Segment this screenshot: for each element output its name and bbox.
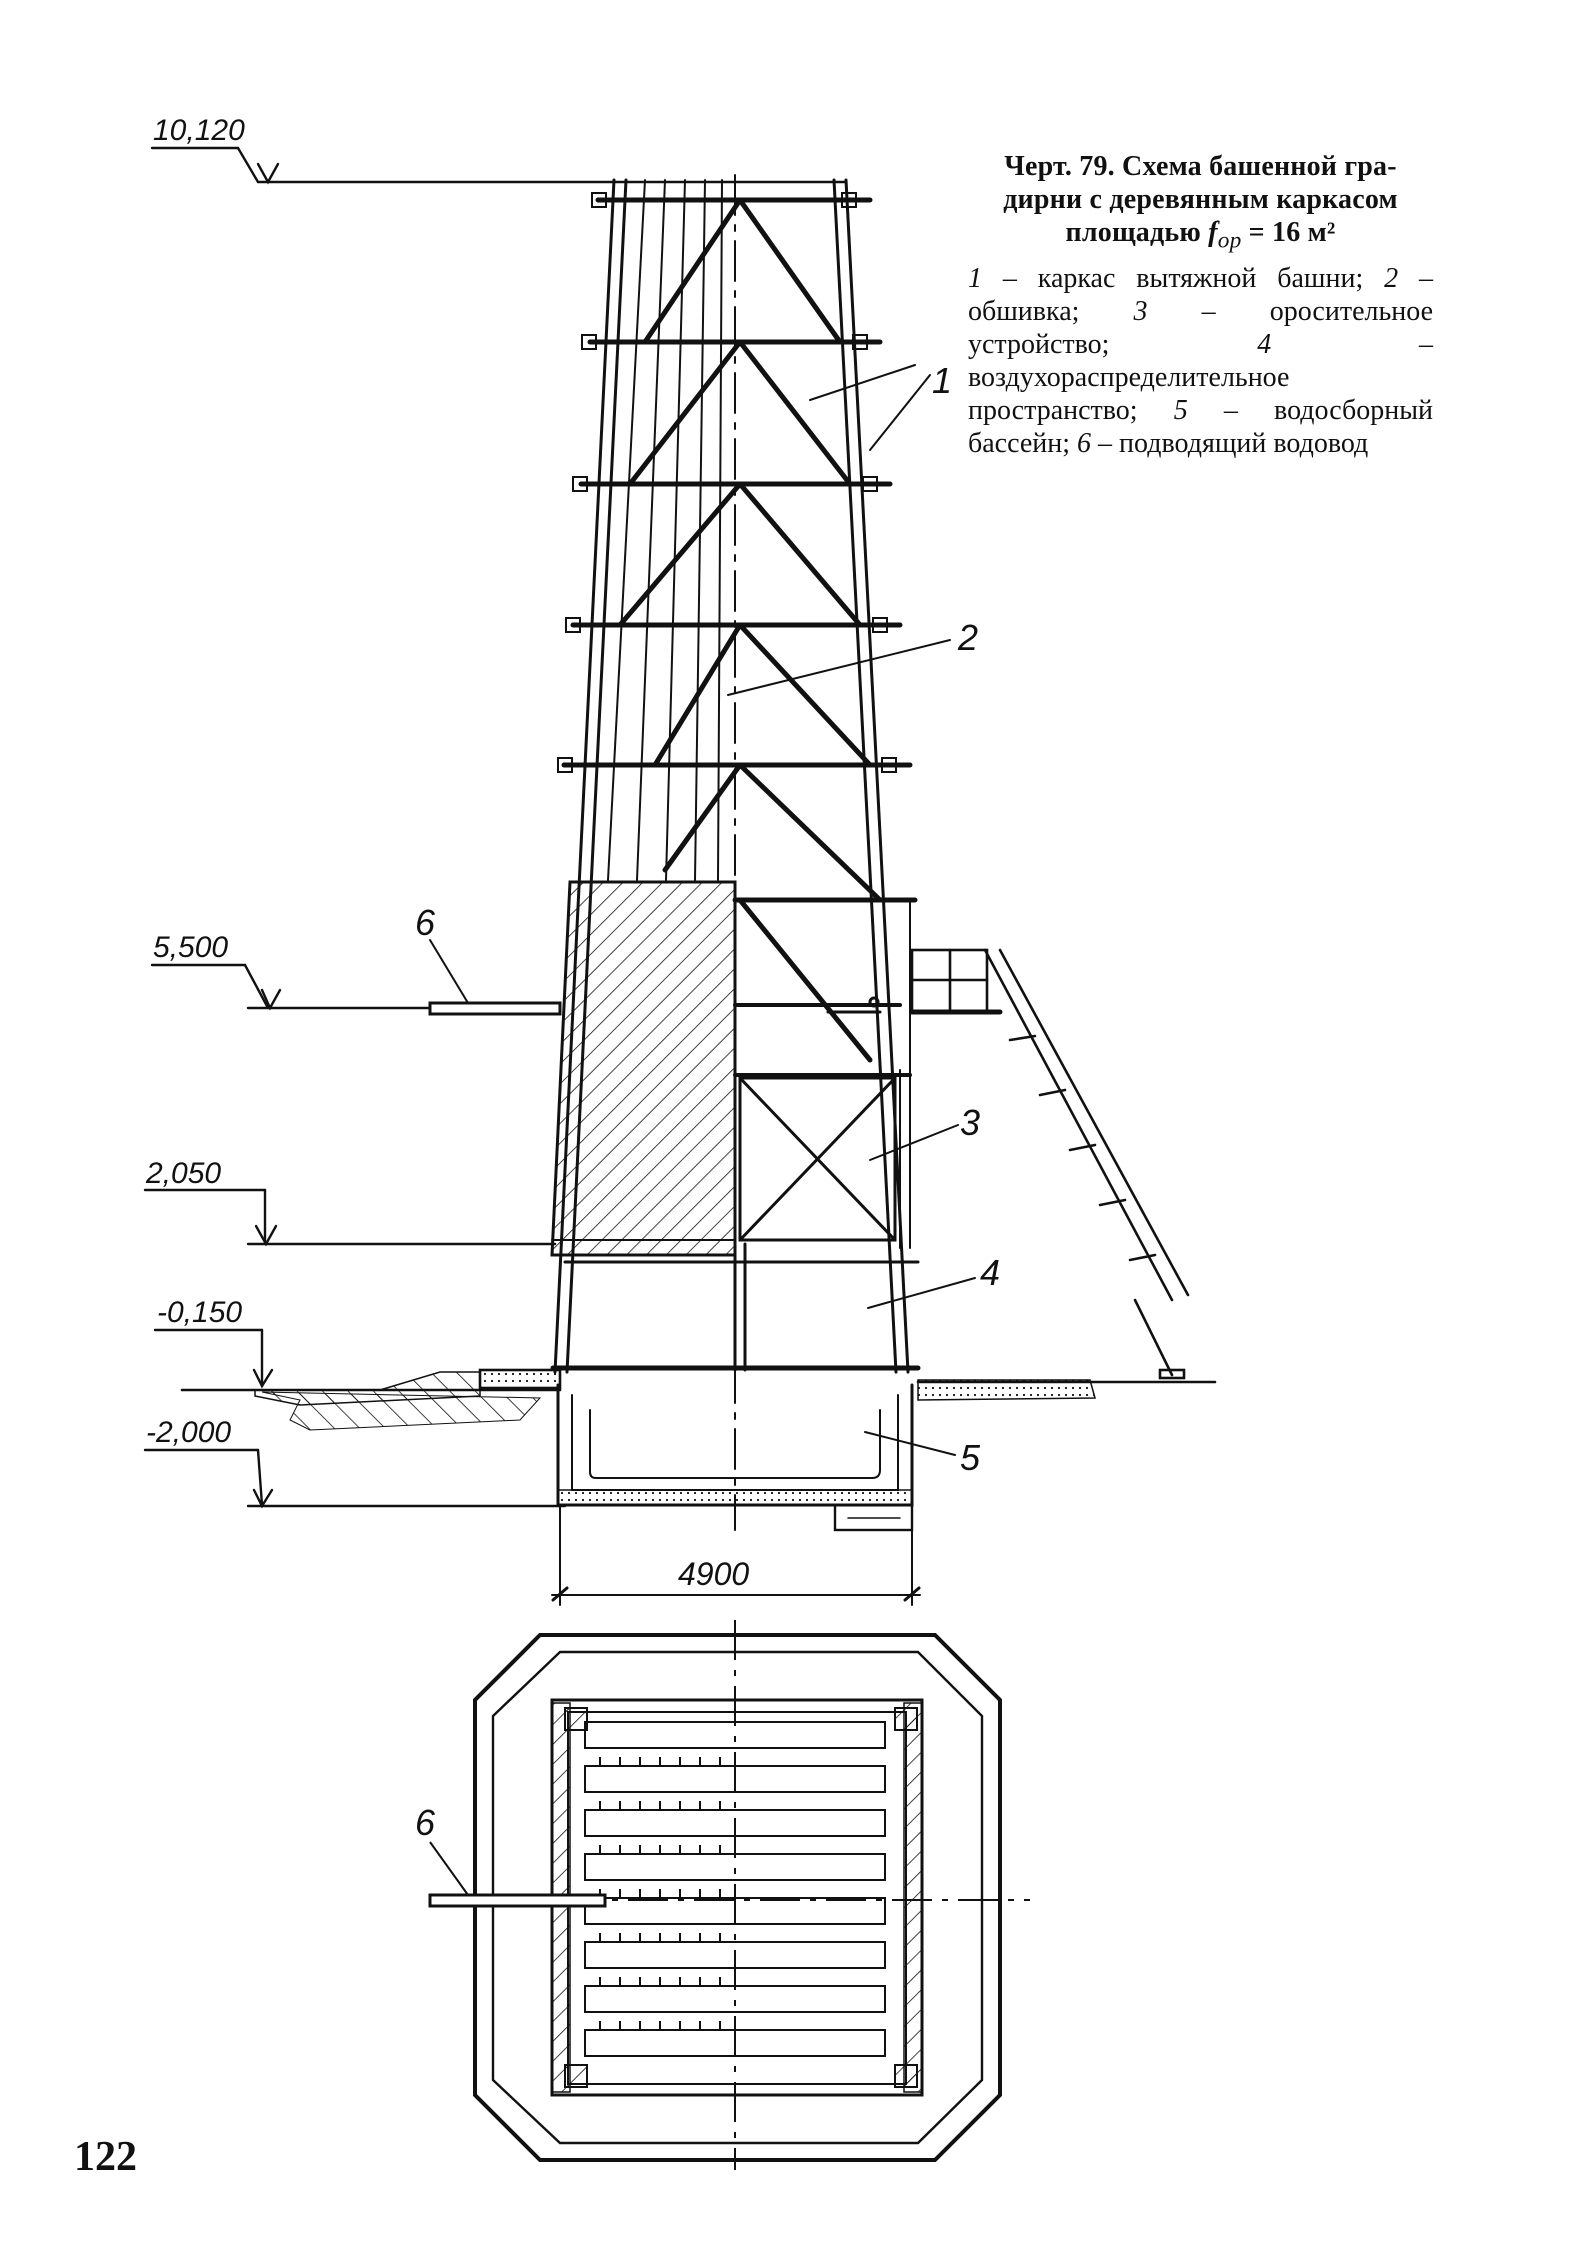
legend-num-2: 2 bbox=[1384, 262, 1399, 294]
legend-text-3: – оросительное устройство; bbox=[968, 295, 1433, 360]
legend-num-6: 6 bbox=[1077, 427, 1092, 459]
legend-text-5: – водосборный бассейн; bbox=[968, 394, 1433, 459]
tower-frame bbox=[550, 174, 921, 1531]
legend-num-5: 5 bbox=[1173, 394, 1188, 426]
legend-num-3: 3 bbox=[1133, 295, 1148, 327]
elevation-marker-10120 bbox=[150, 146, 847, 185]
legend-text-2: – обшивка; bbox=[968, 262, 1434, 327]
legend-text-1: – каркас вытяжной башни; bbox=[982, 262, 1385, 294]
callout-5: 5 bbox=[960, 1437, 981, 1478]
figure-legend: 1 – каркас вытяжной башни; 2 – обшивка; … bbox=[968, 262, 1433, 460]
callout-4: 4 bbox=[980, 1252, 1000, 1293]
elevation-label-10120: 10,120 bbox=[153, 114, 245, 147]
area-symbol: f bbox=[1208, 217, 1218, 248]
legend-text-4: – воздухораспределительное пространство; bbox=[968, 328, 1433, 426]
area-subscript: ор bbox=[1217, 227, 1242, 254]
supply-pipe-elevation bbox=[428, 996, 882, 1016]
access-ladder bbox=[909, 948, 1190, 1380]
elevation-label-5500: 5,500 bbox=[153, 931, 228, 964]
sprinkler-device-box bbox=[738, 899, 911, 1249]
legend-num-1: 1 bbox=[968, 262, 982, 294]
callout-2: 2 bbox=[957, 617, 978, 658]
figure-title-line-3: площадью bbox=[1065, 217, 1201, 248]
tower-plan bbox=[428, 1620, 1030, 2170]
elevation-label-minus0150: -0,150 bbox=[157, 1296, 242, 1329]
legend-num-4: 4 bbox=[1257, 328, 1272, 360]
figure-title-line-1: Черт. 79. Схема башенной гра- bbox=[1004, 151, 1397, 182]
ground-line bbox=[180, 1368, 1217, 1431]
elevation-marker-minus2000 bbox=[143, 1448, 567, 1509]
callout-3: 3 bbox=[960, 1102, 980, 1143]
figure-title-line-2: дирни с деревянным каркасом bbox=[1003, 184, 1398, 215]
elevation-marker-2050 bbox=[143, 1188, 557, 1247]
elevation-marker-minus0150 bbox=[153, 1328, 274, 1389]
figure-title: Черт. 79. Схема башенной гра- дирни с де… bbox=[968, 150, 1433, 258]
cladding-hatched-panel bbox=[550, 880, 737, 1257]
callout-labels: 1 2 3 4 5 6 6 bbox=[415, 360, 1000, 1843]
elevation-labels: 10,120 5,500 2,050 -0,150 -2,000 4900 bbox=[145, 114, 749, 1592]
callout-1: 1 bbox=[932, 360, 952, 401]
elevation-marker-5500 bbox=[150, 963, 432, 1011]
callout-6-plan: 6 bbox=[415, 1802, 436, 1843]
area-value: = 16 м² bbox=[1248, 217, 1336, 248]
callout-6-elevation: 6 bbox=[415, 902, 436, 943]
page-number: 122 bbox=[74, 2134, 137, 2180]
figure-caption: Черт. 79. Схема башенной гра- дирни с де… bbox=[968, 150, 1433, 460]
elevation-label-minus2000: -2,000 bbox=[146, 1416, 231, 1449]
legend-text-6: – подводящий водовод bbox=[1091, 427, 1369, 459]
tower-elevation bbox=[143, 146, 1217, 1606]
callout-leaders bbox=[429, 364, 976, 1456]
elevation-label-2050: 2,050 bbox=[145, 1157, 221, 1190]
dimension-label-4900: 4900 bbox=[678, 1556, 749, 1592]
width-dimension bbox=[551, 1504, 921, 1606]
